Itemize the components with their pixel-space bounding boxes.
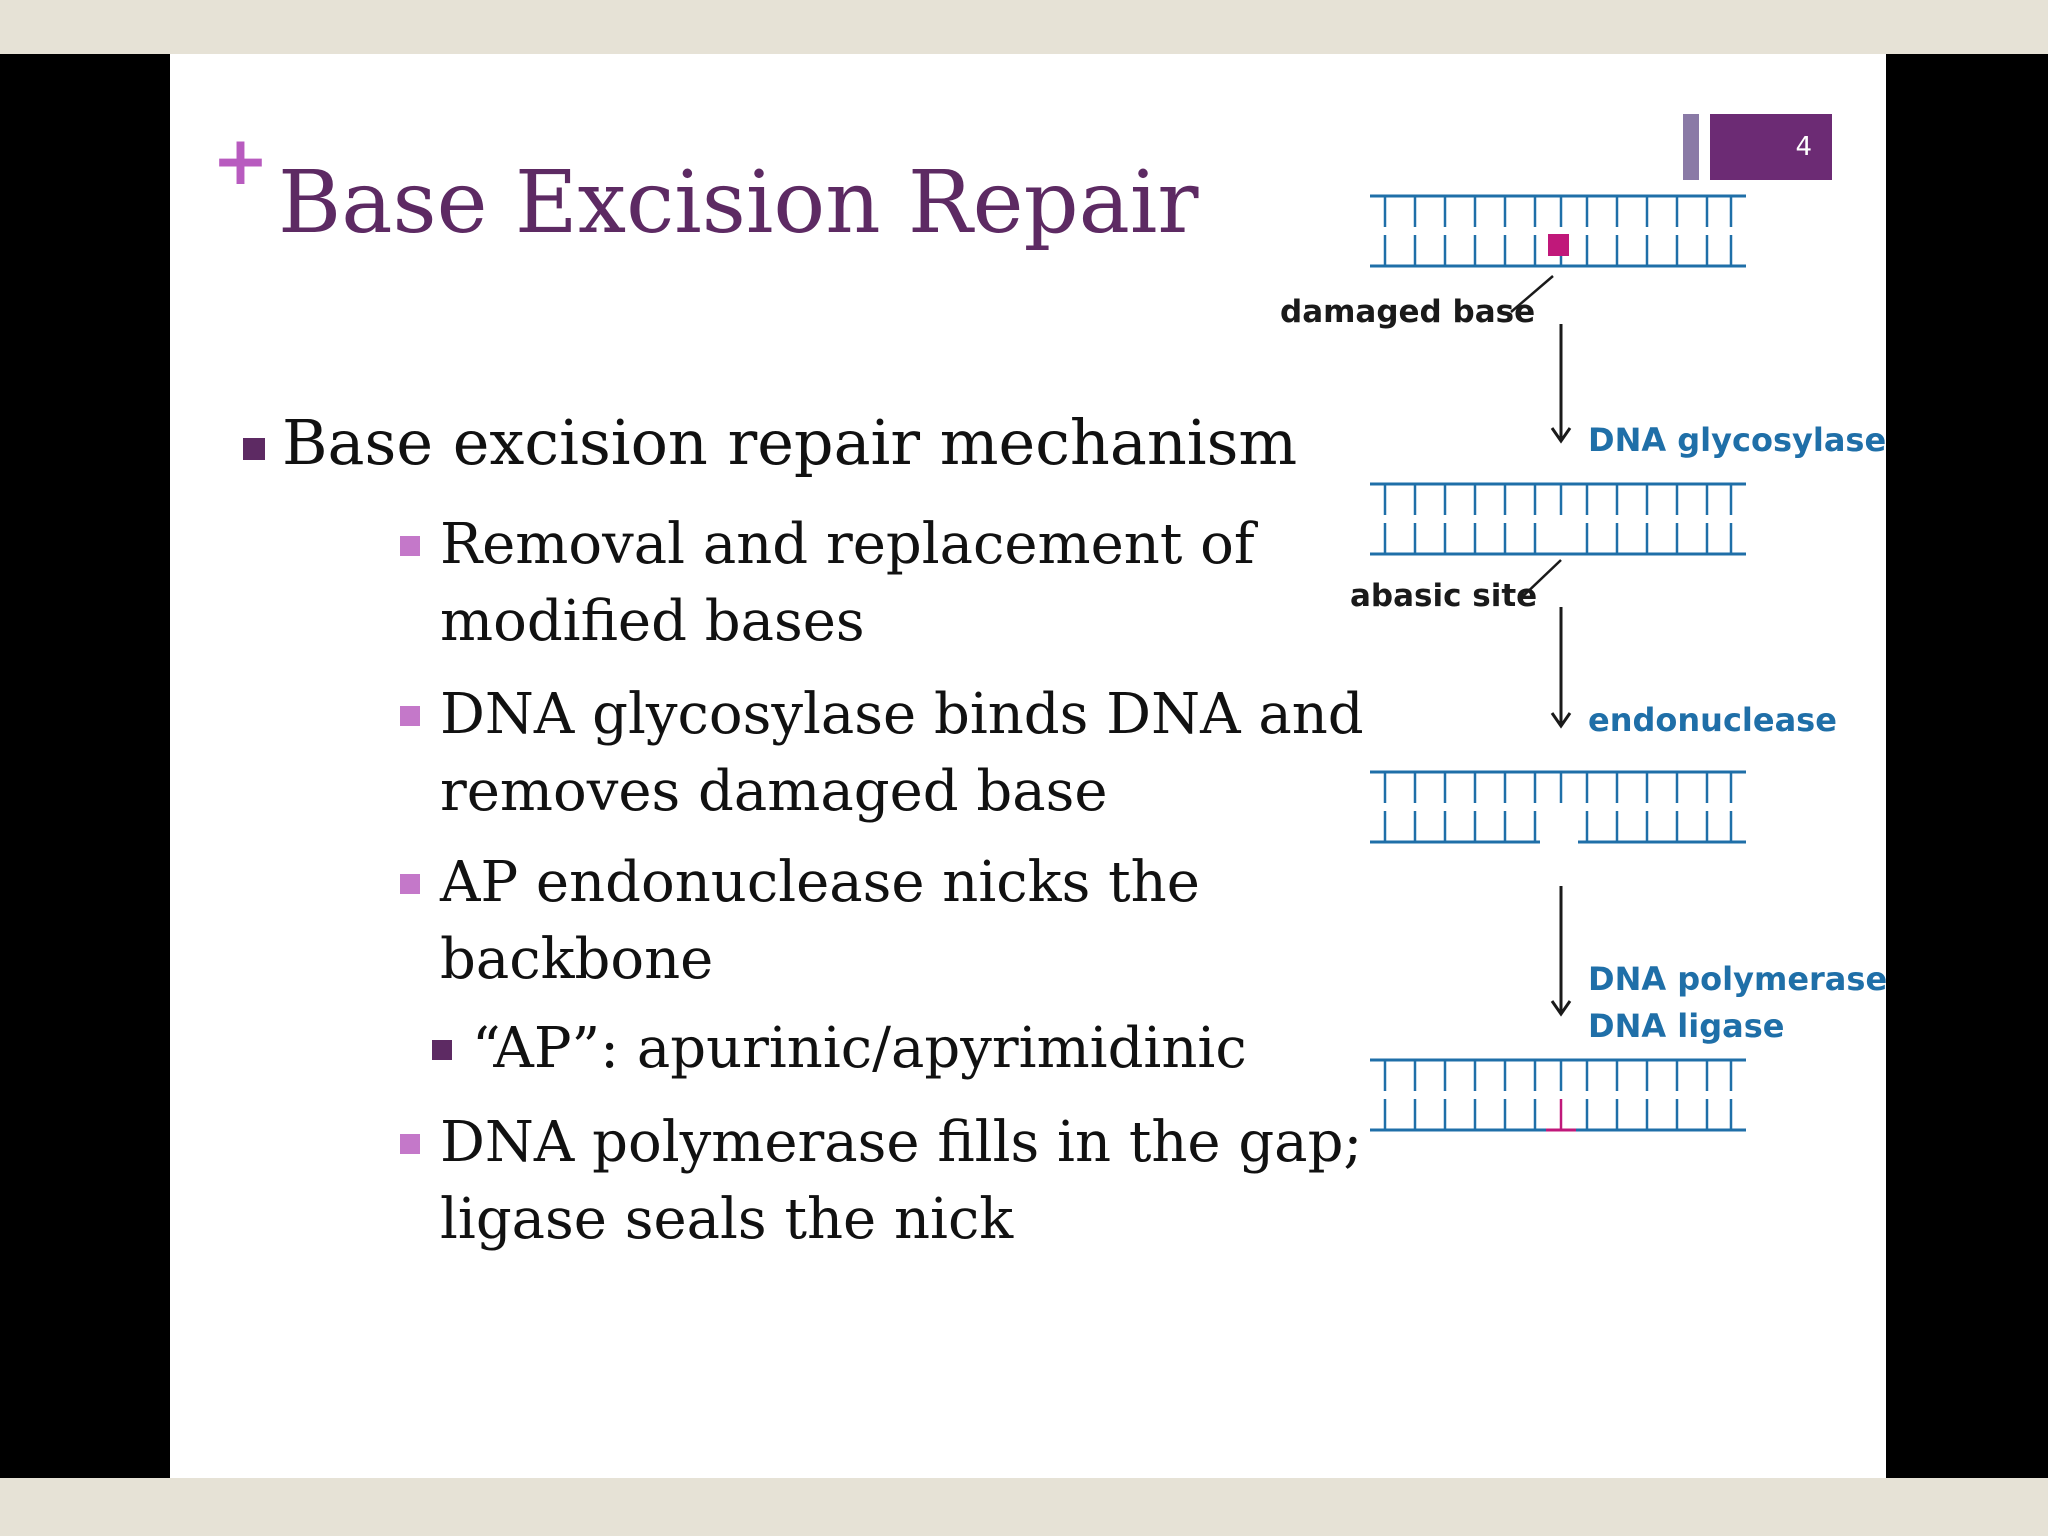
- bullet-square-icon: [400, 874, 420, 894]
- bullet-sub-2-line-2: removes damaged base: [440, 759, 1108, 824]
- dna-stage-abasic: [1370, 482, 1746, 556]
- enzyme-label-endonuclease: endonuclease: [1588, 701, 1837, 739]
- bullet-square-icon: [432, 1040, 452, 1060]
- damaged-base-leader-line: [1510, 275, 1554, 313]
- bottom-strip: [0, 1478, 2048, 1536]
- bullet-sub-3: AP endonuclease nicks the backbone: [400, 844, 1200, 998]
- bullet-sub-4-line-2: ligase seals the nick: [440, 1187, 1014, 1252]
- bullet-sub-2-line-1: DNA glycosylase binds DNA and: [440, 682, 1364, 747]
- bullet-sub-3-note: “AP”: apurinic/apyrimidinic: [432, 1010, 1247, 1087]
- dna-stage-damaged: [1370, 194, 1746, 268]
- bullet-sub-2: DNA glycosylase binds DNA and removes da…: [400, 676, 1364, 830]
- arrow-step-3-head: [1550, 1000, 1572, 1017]
- bullet-main: Base excision repair mechanism: [243, 406, 1298, 480]
- arrow-step-1-head: [1550, 427, 1572, 444]
- bullet-main-text: Base excision repair mechanism: [282, 406, 1298, 479]
- dna-stage-repaired: [1370, 1058, 1746, 1132]
- bullet-square-icon: [400, 536, 420, 556]
- label-damaged-base: damaged base: [1280, 294, 1536, 330]
- dna-stage-nicked: [1370, 770, 1746, 844]
- abasic-site-leader-line: [1518, 559, 1562, 601]
- bullet-sub-1: Removal and replacement of modified base…: [400, 506, 1255, 660]
- bullet-sub-3-line-1: AP endonuclease nicks the: [440, 850, 1200, 915]
- page-number-badge: 4: [1710, 114, 1832, 180]
- bullet-sub-1-line-2: modified bases: [440, 589, 865, 654]
- bullet-square-icon: [400, 1134, 420, 1154]
- slide: + Base Excision Repair 4 Base excision r…: [170, 54, 1888, 1478]
- bullet-sub-3-line-2: backbone: [440, 927, 714, 992]
- bullet-sub-4: DNA polymerase fills in the gap; ligase …: [400, 1104, 1363, 1258]
- label-abasic-site: abasic site: [1350, 578, 1538, 614]
- bullet-sub-1-line-1: Removal and replacement of: [440, 512, 1255, 577]
- step-arrows: [1550, 324, 1572, 1017]
- damaged-base-mark: [1548, 234, 1569, 256]
- bullet-square-icon: [243, 438, 265, 460]
- leader-lines: [1510, 275, 1562, 601]
- bullet-sub-4-line-1: DNA polymerase fills in the gap;: [440, 1110, 1363, 1175]
- title-plus-marker: +: [212, 122, 269, 201]
- enzyme-label-dna-polymerase: DNA polymerase: [1588, 960, 1888, 998]
- slide-title: Base Excision Repair: [278, 153, 1199, 253]
- page-number: 4: [1795, 132, 1812, 162]
- page-number-accent-bar: [1683, 114, 1699, 180]
- bullet-square-icon: [400, 706, 420, 726]
- enzyme-label-dna-glycosylase: DNA glycosylase: [1588, 421, 1887, 459]
- enzyme-label-dna-ligase: DNA ligase: [1588, 1007, 1785, 1045]
- dna-diagram-svg: [1370, 194, 1746, 1132]
- bullet-sub-3-note-text: “AP”: apurinic/apyrimidinic: [472, 1016, 1247, 1081]
- arrow-step-2-head: [1550, 712, 1572, 729]
